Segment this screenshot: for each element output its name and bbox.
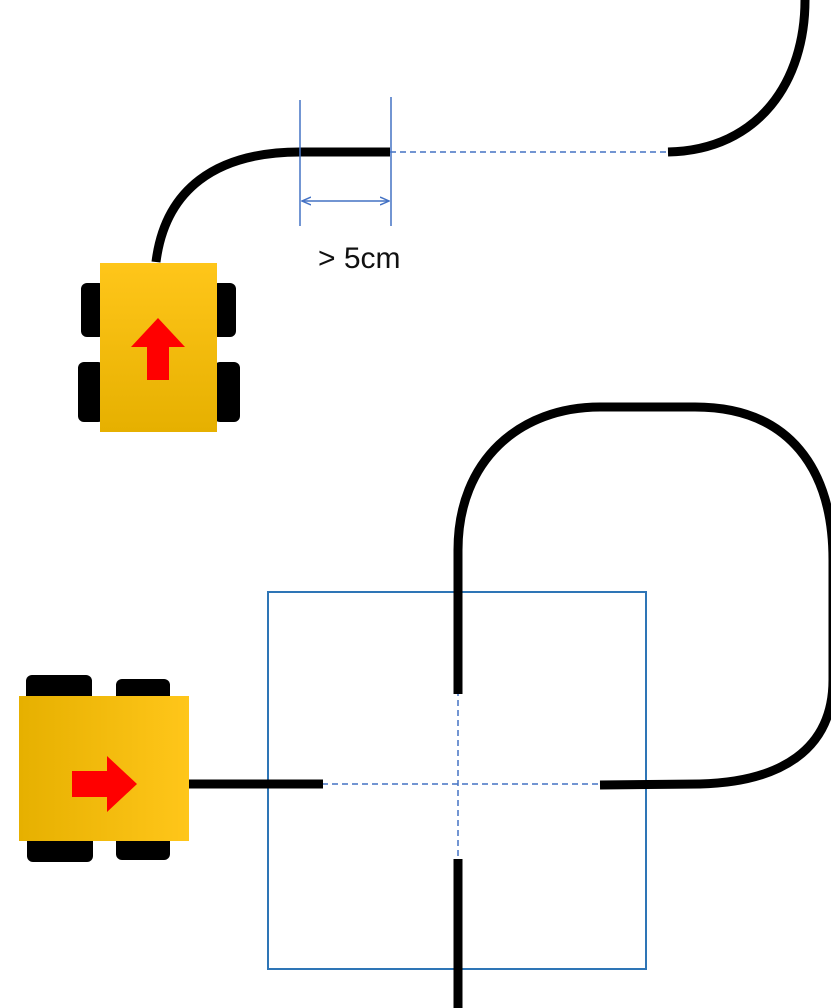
robot-body — [19, 696, 189, 841]
track-segment-top-left — [151, 147, 390, 263]
wheel-front-left — [81, 283, 105, 337]
wheel-rear-left — [78, 362, 104, 422]
arrow-right-icon — [72, 756, 137, 812]
robot-top — [78, 263, 240, 432]
gap-measure-label: > 5cm — [318, 242, 401, 275]
track-loop — [453, 402, 831, 790]
arrow-up-icon — [131, 318, 185, 380]
robot-bottom — [19, 675, 189, 862]
wheel-front-right — [212, 283, 236, 337]
track-segment-top-right — [667, 0, 810, 157]
wheel-rear-right — [214, 362, 240, 422]
